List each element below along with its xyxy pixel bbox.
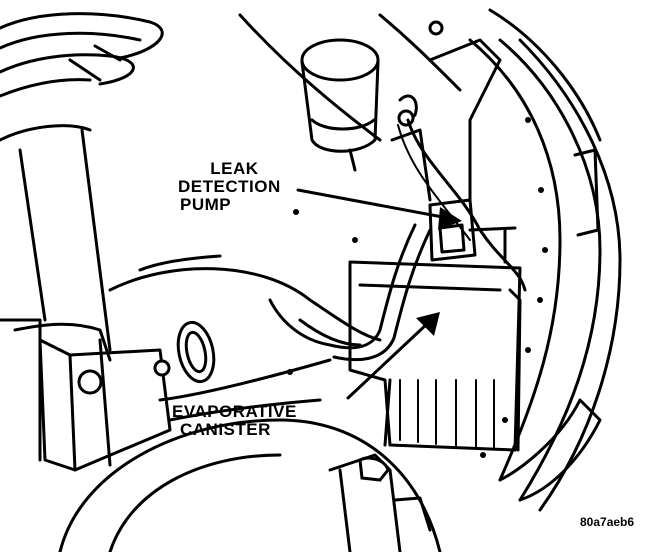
evaporative-canister-label: EVAPORATIVE CANISTER <box>172 403 297 439</box>
body-panel <box>238 8 602 202</box>
leak-detection-pump <box>390 94 517 264</box>
label-line: DETECTION <box>178 177 281 196</box>
label-line: LEAK <box>210 159 259 178</box>
vacuum-hose <box>268 118 527 362</box>
evaporative-canister <box>287 209 522 452</box>
brake-caliper <box>328 453 432 552</box>
coil-spring <box>0 12 164 98</box>
strut <box>0 124 112 362</box>
strut-bracket <box>0 318 172 472</box>
label-line: EVAPORATIVE <box>172 402 297 421</box>
leak-detection-pump-label: LEAK DETECTION PUMP <box>178 160 281 214</box>
label-line: CANISTER <box>180 420 271 439</box>
reservoir <box>300 38 380 172</box>
grommet <box>176 320 216 384</box>
brake-rotor <box>58 418 442 552</box>
canister-arrow <box>346 312 440 400</box>
pump-arrow <box>296 188 462 230</box>
wheel-well-lip <box>468 38 622 512</box>
figure-code: 80a7aeb6 <box>580 515 635 529</box>
inner-fender-panel <box>108 254 382 422</box>
label-line: PUMP <box>180 195 232 214</box>
